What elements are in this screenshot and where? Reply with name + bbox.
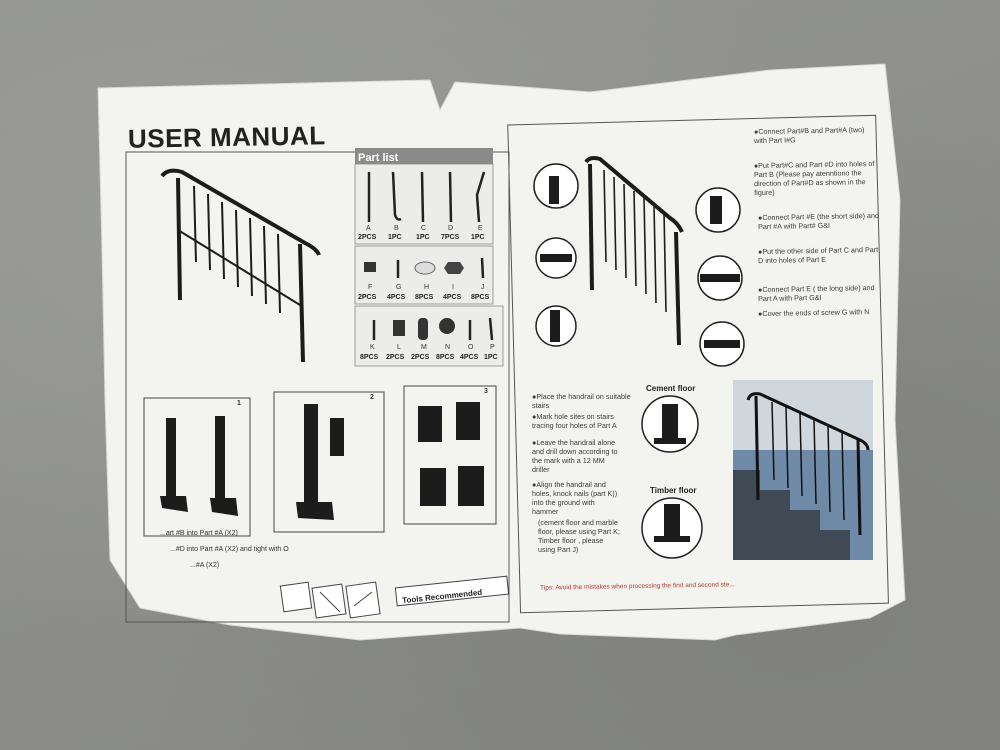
instruction-5: ●Connect Part E ( the long side) and Par… (757, 283, 875, 304)
left-step-line: ...#A (X2) (190, 562, 220, 569)
step-number: 2 (370, 394, 374, 401)
part-qty: 4PCS (460, 354, 479, 361)
part-list-header: Part list (358, 152, 399, 164)
part-qty: 1PC (416, 234, 430, 241)
timber-floor-label: Timber floor (650, 486, 697, 495)
instruction-1: ●Connect Part#B and Part#A (two) with Pa… (753, 125, 865, 146)
part-qty: 2PCS (358, 234, 377, 241)
part-qty: 4PCS (387, 294, 406, 301)
install-step-5: (cement floor and marble floor, please u… (538, 518, 620, 554)
step-boxes (143, 385, 497, 537)
part-letter: D (448, 225, 454, 232)
handrail-drawing-right (584, 156, 684, 346)
step-number: 1 (237, 400, 241, 407)
part-letter: L (397, 344, 401, 351)
part-letter: K (370, 344, 375, 351)
install-step-2: ●Mark hole sites on stairs tracing four … (532, 412, 617, 430)
part-letter: A (366, 225, 371, 232)
part-qty: 8PCS (436, 354, 455, 361)
part-qty: 8PCS (415, 294, 434, 301)
right-panel-frame (507, 114, 889, 614)
part-letter: G (396, 284, 402, 291)
part-qty: 8PCS (360, 354, 379, 361)
part-letter: J (481, 284, 485, 291)
instruction-4: ●Put the other side of Part C and Part D… (757, 244, 879, 266)
install-step-3: ●Leave the handrail alone and drill down… (532, 438, 618, 474)
step-drawings (160, 402, 484, 520)
step-number: 3 (484, 388, 488, 395)
cement-floor-label: Cement floor (646, 384, 696, 393)
part-letter: I (452, 284, 454, 291)
left-step-line: ...#D into Part #A (X2) and tight with O (170, 546, 289, 553)
manual-title: USER MANUAL (127, 120, 326, 154)
part-list-table (354, 148, 504, 367)
part-letter: F (368, 284, 373, 291)
part-letter: O (468, 344, 474, 351)
part-qty: 4PCS (443, 294, 462, 301)
part-letter: M (421, 344, 427, 351)
part-letter: H (424, 284, 430, 291)
instruction-2: ●Put Part#C and Part #D into holes of Pa… (753, 158, 875, 198)
part-qty: 2PCS (411, 354, 430, 361)
detail-circle-content (540, 176, 740, 348)
part-qty: 8PCS (471, 294, 490, 301)
part-letter: P (490, 344, 495, 351)
left-step-line: ...art #B into Part #A (X2) (160, 530, 238, 537)
part-qty: 1PC (471, 234, 485, 241)
left-panel-frame (125, 151, 510, 623)
part-qty: 1PC (388, 234, 402, 241)
instruction-3: ●Connect Part #E (the short side) and Pa… (757, 210, 880, 232)
tool-icons (279, 581, 381, 619)
part-qty: 2PCS (358, 294, 377, 301)
part-letter: E (478, 225, 483, 232)
part-letter: B (394, 225, 399, 232)
install-step-1: ●Place the handrail on suitable stairs (532, 392, 631, 410)
handrail-drawing-left (160, 168, 321, 363)
stairs-photo (733, 380, 873, 560)
part-letter: C (421, 225, 427, 232)
tools-box (394, 575, 510, 607)
part-letter: N (445, 344, 451, 351)
install-step-4: ●Align the handrail and holes, knock nai… (532, 480, 618, 516)
part-qty: 7PCS (441, 234, 460, 241)
part-qty: 2PCS (386, 354, 405, 361)
part-qty: 1PC (484, 354, 498, 361)
